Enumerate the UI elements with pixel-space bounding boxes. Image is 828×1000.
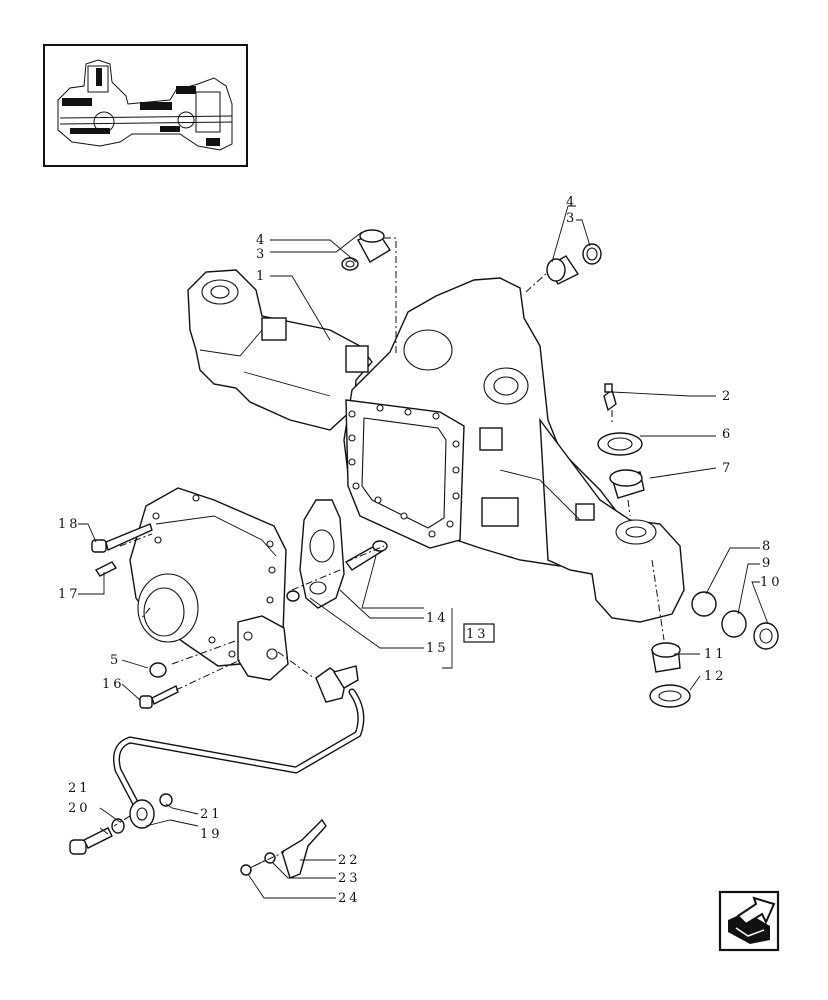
callout-7: 7: [722, 461, 733, 476]
callout-3-right: 3: [566, 211, 577, 226]
callout-12: 12: [704, 669, 727, 684]
callout-20: 20: [68, 801, 91, 816]
callout-24: 24: [338, 891, 361, 906]
callout-2: 2: [722, 389, 733, 404]
callout-11: 11: [704, 647, 727, 662]
small-parts: [91, 229, 779, 709]
callout-10: 10: [760, 575, 783, 590]
callout-21-left: 21: [68, 781, 91, 796]
callout-8: 8: [762, 539, 773, 554]
callout-13: 13: [466, 627, 489, 642]
axle-assembly-thumbnail[interactable]: [43, 44, 248, 167]
brake-pipe: [69, 688, 365, 879]
alignment-lines: [113, 237, 665, 867]
callout-22: 22: [338, 853, 361, 868]
callout-1: 1: [256, 269, 267, 284]
callout-4-right: 4: [566, 195, 577, 210]
axle-housing: [187, 269, 685, 623]
leader-lines: [78, 205, 769, 899]
callout-3-left: 3: [256, 247, 267, 262]
callout-15: 15: [426, 641, 449, 656]
next-page-arrow-icon[interactable]: [718, 890, 780, 952]
callout-9: 9: [762, 556, 773, 571]
callout-17: 17: [58, 587, 81, 602]
callout-5: 5: [110, 653, 121, 668]
callout-4-left: 4: [256, 233, 267, 248]
differential-cover: [129, 487, 289, 681]
callout-13-box: [463, 623, 495, 643]
callout-14: 14: [426, 611, 449, 626]
callout-16: 16: [102, 677, 125, 692]
callout-labels: 4 3 1 4 3 2 6 7 8 9 10 11 12 13 14 15 18…: [58, 195, 783, 906]
callout-18: 18: [58, 517, 81, 532]
callout-23: 23: [338, 871, 361, 886]
callout-19: 19: [200, 827, 223, 842]
callout-21-right: 21: [200, 807, 223, 822]
callout-6: 6: [722, 427, 733, 442]
